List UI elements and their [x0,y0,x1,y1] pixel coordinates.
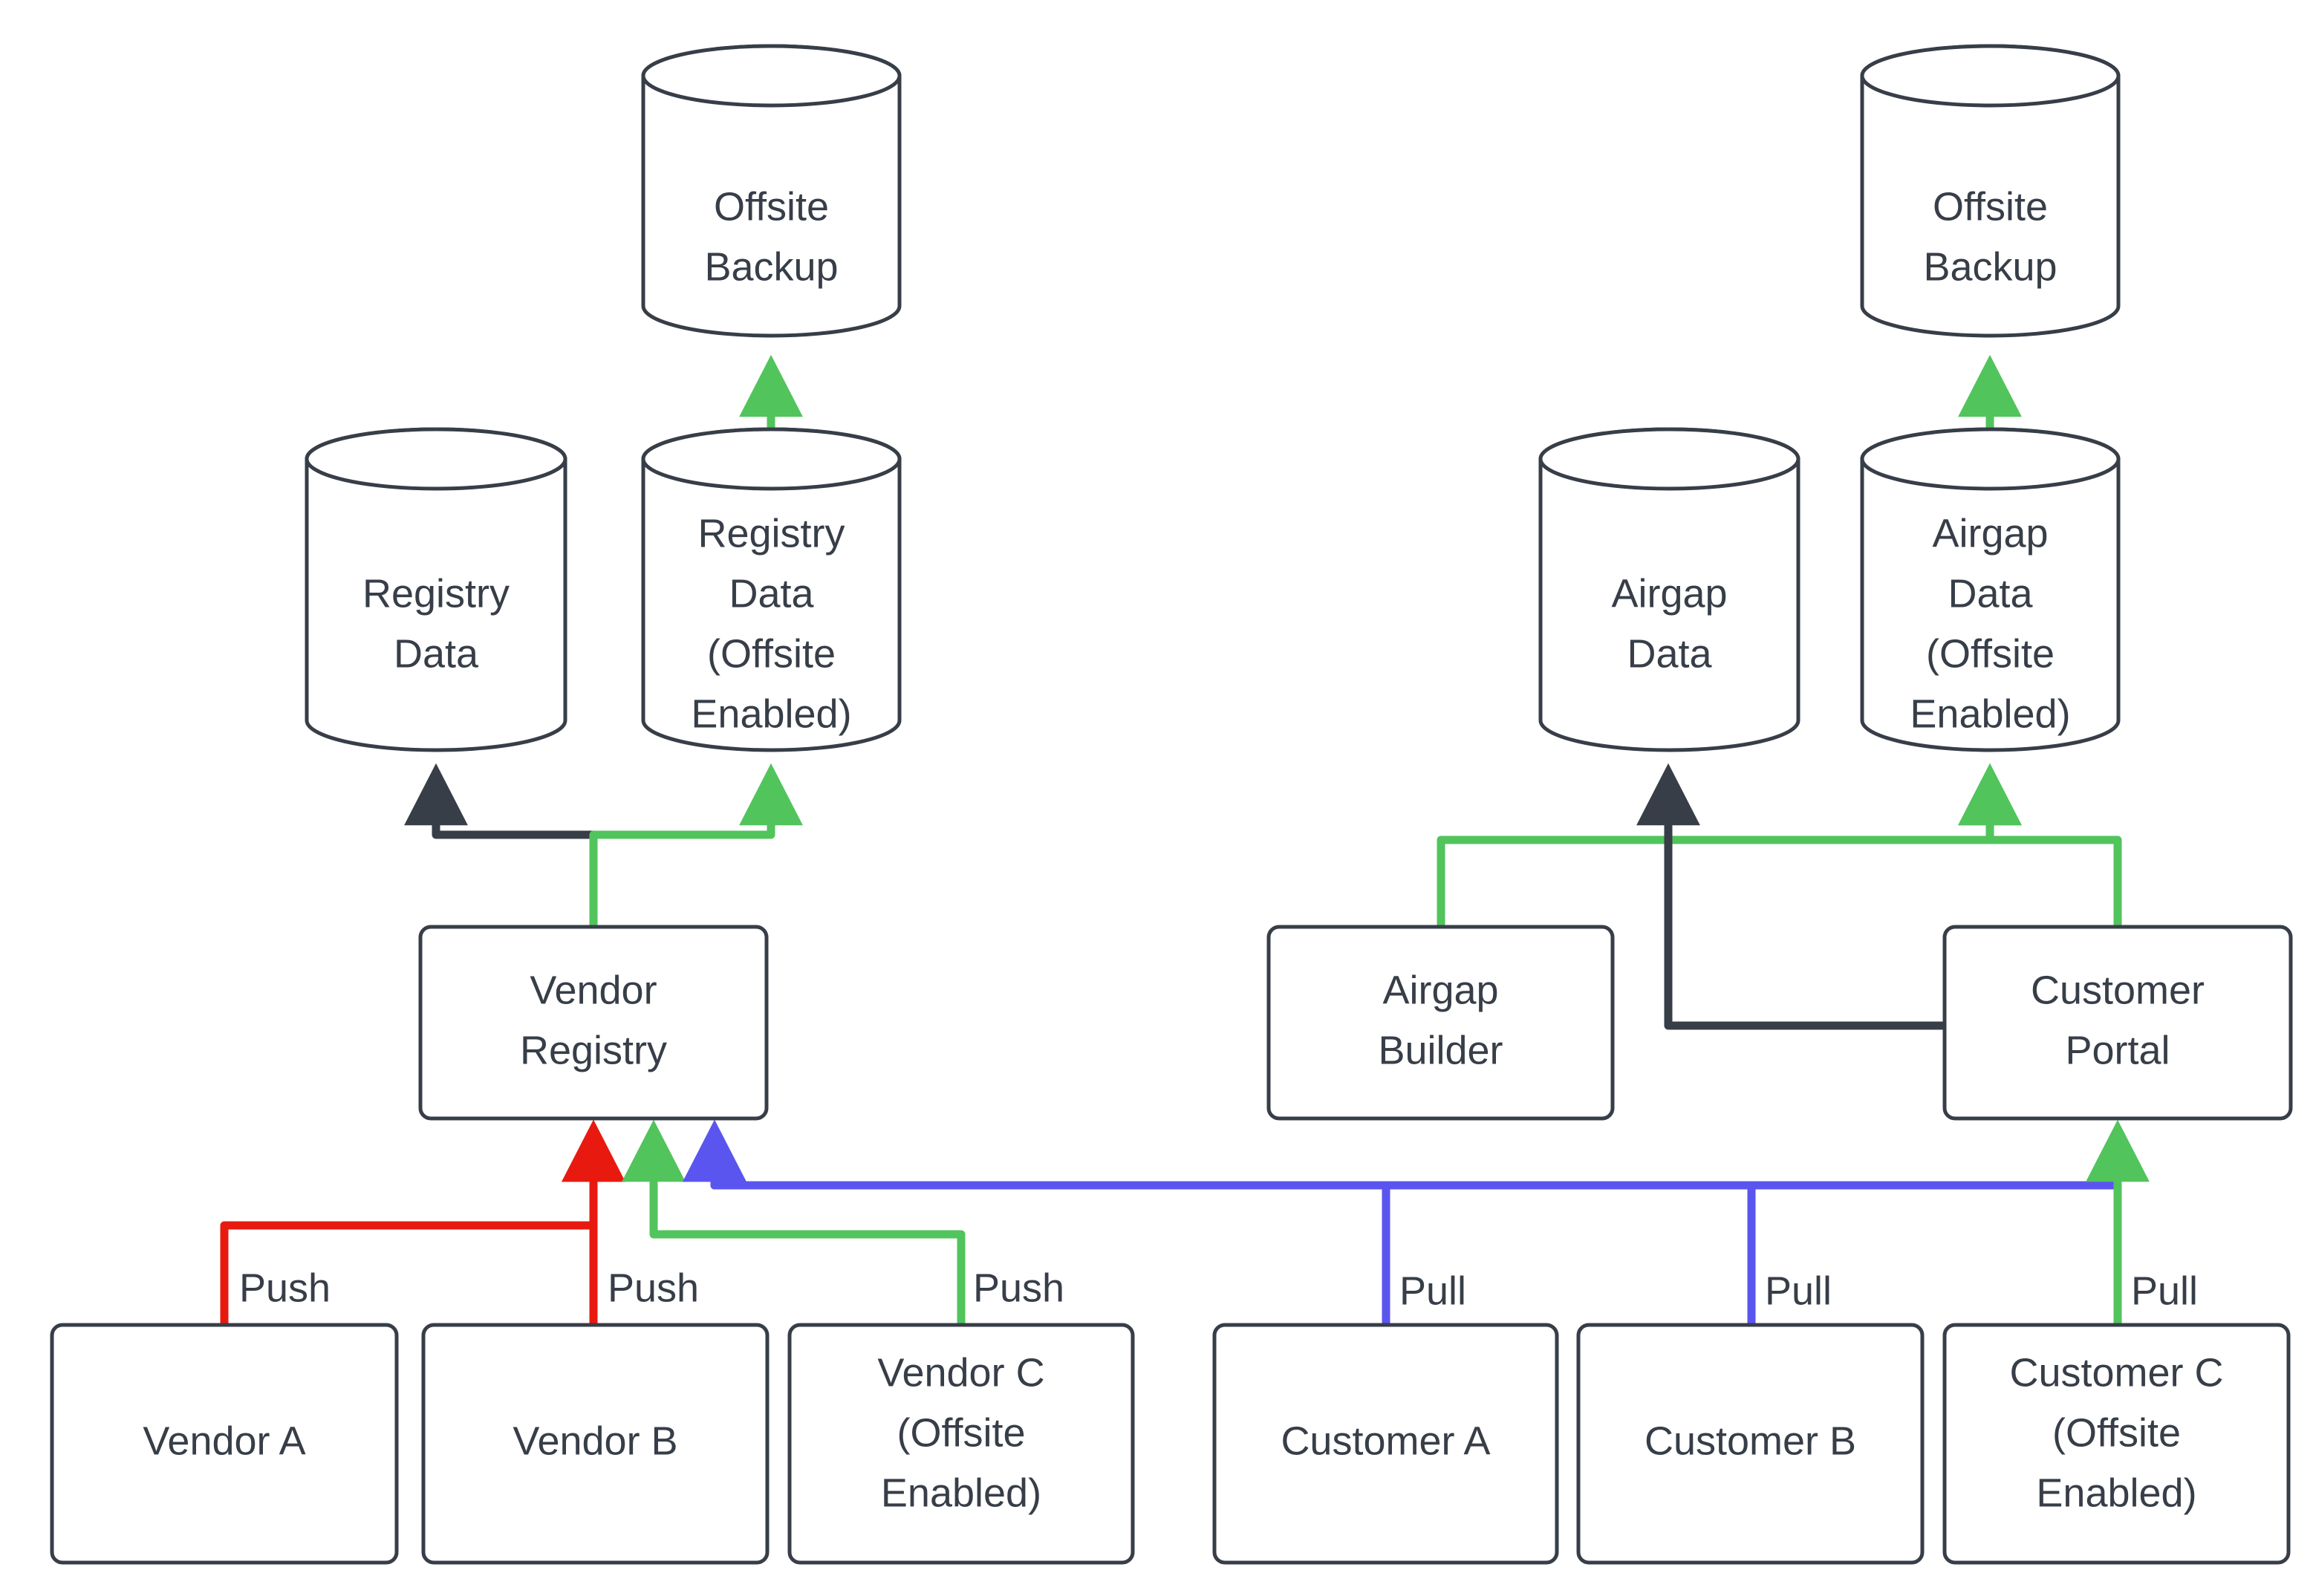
node-label-line: Data [729,571,814,616]
node-vendor-c[interactable]: Vendor C (Offsite Enabled) [787,1323,1135,1565]
node-vendor-registry[interactable]: Vendor Registry [418,925,769,1121]
node-label-line: Backup [1923,244,2057,289]
node-customer-b[interactable]: Customer B [1576,1323,1925,1565]
node-label-line: Offsite [714,184,829,229]
node-customer-a[interactable]: Customer A [1212,1323,1559,1565]
node-label-line: (Offsite [707,631,836,676]
node-label-line: Airgap [1611,571,1727,616]
node-customer-portal[interactable]: Customer Portal [1942,925,2293,1121]
edge-label-layer: Push Push Push Pull Pull Pull [239,1266,2198,1313]
node-label-line: Enabled) [1910,691,2070,736]
node-label-line: Customer B [1645,1419,1856,1463]
edge-customer-b-to-vendor-registry[interactable] [683,1119,1756,1329]
node-label-line: Customer A [1281,1419,1490,1463]
node-registry-data-offsite[interactable]: Registry Data (Offsite Enabled) [641,427,902,752]
node-offsite-backup-right[interactable]: Offsite Backup [1860,44,2121,338]
node-label-line: Enabled) [881,1470,1041,1515]
node-label-line: Vendor C [877,1350,1044,1395]
node-label-line: Backup [704,244,838,289]
node-label-line: Enabled) [2036,1470,2196,1515]
node-label-line: Registry [520,1028,667,1072]
node-label-line: Data [1948,571,2033,616]
node-label-line: Registry [697,511,845,556]
node-label-line: Customer C [2009,1350,2223,1395]
node-airgap-builder[interactable]: Airgap Builder [1266,925,1615,1121]
node-offsite-backup-left[interactable]: Offsite Backup [641,44,902,338]
node-vendor-a[interactable]: Vendor A [50,1323,399,1565]
node-label-line: Customer [2031,968,2205,1012]
node-airgap-data[interactable]: Airgap Data [1538,427,1800,752]
node-label-line: Enabled) [691,691,851,736]
edge-airgap-builder-to-airgap-offsite[interactable] [1437,763,2022,931]
node-label-line: Vendor B [513,1419,677,1463]
node-label-line: Data [1627,631,1712,676]
node-label-line: Airgap [1382,968,1498,1012]
edge-label-pull-customer-a: Pull [1399,1268,1466,1313]
node-label-line: Vendor [530,968,657,1012]
node-label-line: Vendor A [143,1419,305,1463]
edge-layer [220,354,2150,1329]
edge-label-push-vendor-b: Push [608,1266,699,1310]
edge-customer-portal-to-airgap-offsite[interactable] [1958,763,2122,931]
node-label-line: (Offsite [2052,1410,2181,1455]
node-customer-c[interactable]: Customer C (Offsite Enabled) [1942,1323,2291,1565]
node-layer: Offsite Backup Offsite Backup Registry D… [50,44,2293,1565]
edge-vendor-registry-to-registry-offsite[interactable] [589,763,803,931]
edge-customer-portal-to-airgap-data[interactable] [1636,763,1949,1030]
node-label-line: (Offsite [897,1410,1025,1455]
edge-label-push-vendor-a: Push [239,1266,331,1310]
node-vendor-b[interactable]: Vendor B [421,1323,770,1565]
edge-label-pull-customer-c: Pull [2131,1268,2198,1313]
node-label-line: Builder [1378,1028,1503,1072]
edge-vendor-registry-to-registry-data[interactable] [404,763,598,931]
node-registry-data[interactable]: Registry Data [305,427,567,752]
node-label-line: Offsite [1933,184,2048,229]
node-label-line: Portal [2065,1028,2170,1072]
edge-label-push-vendor-c: Push [973,1266,1064,1310]
edge-label-pull-customer-b: Pull [1765,1268,1832,1313]
node-airgap-data-offsite[interactable]: Airgap Data (Offsite Enabled) [1860,427,2121,752]
node-label-line: Airgap [1932,511,2048,556]
edge-vendor-c-to-vendor-registry[interactable] [622,1119,966,1329]
node-label-line: Registry [362,571,510,616]
node-label-line: Data [394,631,479,676]
node-label-line: (Offsite [1926,631,2055,676]
